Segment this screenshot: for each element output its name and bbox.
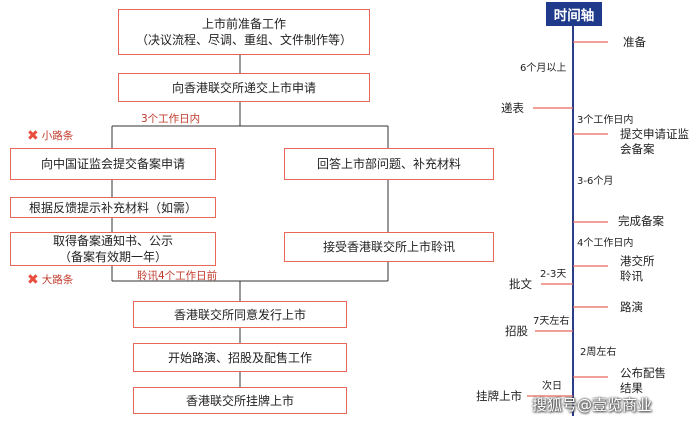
event-approval: 批文 [509,277,532,291]
note-hearing: 聆讯4个工作日前 [137,270,218,282]
event-hearing: 港交所 聆讯 [620,254,655,283]
duration-4-days: 4个工作日内 [577,238,634,249]
step-csrc-filing: 向中国证监会提交备案申请 [10,148,216,180]
step-hearing: 接受香港联交所上市聆讯 [284,232,494,262]
duration-2-3-days: 2-3天 [540,269,567,280]
step-answer: 回答上市部问题、补充材料 [284,148,494,180]
event-subscription: 招股 [505,324,528,338]
event-allotment: 公布配售 结果 [620,366,666,395]
event-listing: 挂牌上市 [476,389,522,403]
timeline-title: 时间轴 [546,2,602,26]
watermark: 搜狐号@壹览商业 [532,396,653,414]
duration-3-days: 3个工作日内 [577,115,634,126]
step-submit-hk: 向香港联交所递交上市申请 [118,73,370,102]
event-csrc-filing: 提交申请证监 会备案 [620,127,689,156]
note-3-days: 3个工作日内 [141,113,201,125]
cross-icon: ✖ [27,127,39,144]
event-prepare: 准备 [623,35,646,49]
cross-icon: ✖ [27,271,39,288]
event-filing: 递表 [501,101,524,115]
duration-7-days: 7天左右 [533,316,570,327]
duration-next-day: 次日 [542,381,562,392]
event-filing-complete: 完成备案 [618,214,664,228]
event-roadshow: 路演 [620,300,643,314]
step-notice: 取得备案通知书、公示 （备案有效期一年） [10,232,216,266]
step-feedback: 根据反馈提示补充材料（如需） [10,197,216,218]
big-route-label: ✖ 大路条 [27,271,74,288]
duration-6-months: 6个月以上 [520,63,567,74]
step-approve: 香港联交所同意发行上市 [133,301,347,328]
duration-2-weeks: 2周左右 [580,347,617,358]
small-route-label: ✖ 小路条 [27,127,74,144]
step-roadshow: 开始路演、招股及配售工作 [133,343,347,372]
step-listing: 香港联交所挂牌上市 [133,387,347,414]
duration-3-6-months: 3-6个月 [577,176,614,187]
step-prep: 上市前准备工作 （决议流程、尽调、重组、文件制作等） [118,9,370,55]
